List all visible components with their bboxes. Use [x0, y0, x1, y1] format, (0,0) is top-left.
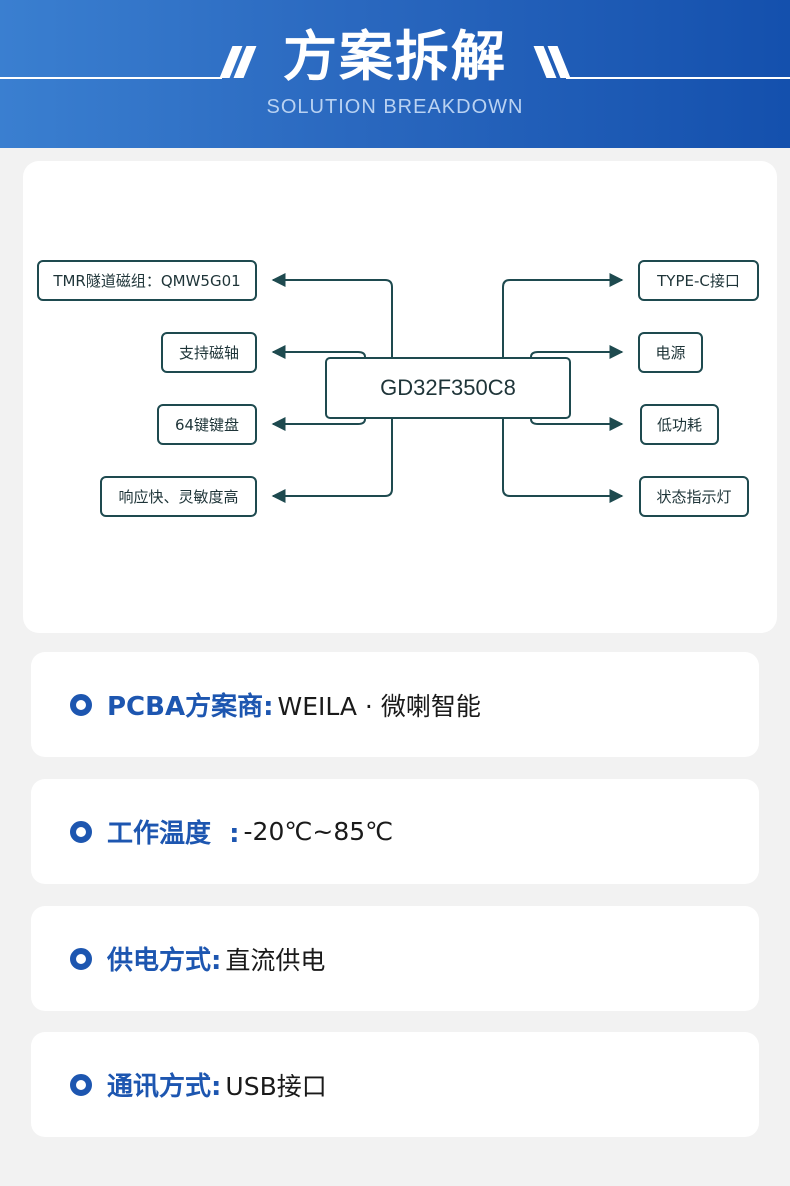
feature-box-status-led: 状态指示灯 [639, 476, 749, 517]
info-value: WEILA · 微喇智能 [277, 691, 481, 721]
header-line-left [0, 77, 222, 79]
info-card-power-supply: 供电方式: 直流供电 [31, 906, 759, 1011]
bullet-ring-icon [70, 1074, 92, 1096]
page-title: 方案拆解 [283, 25, 507, 88]
feature-box-low-power: 低功耗 [640, 404, 719, 445]
bullet-ring-icon [70, 948, 92, 970]
header-line-right [566, 77, 790, 79]
info-label: PCBA方案商: [107, 692, 274, 722]
info-value: 直流供电 [225, 945, 326, 975]
feature-box-magnetic-axis: 支持磁轴 [161, 332, 257, 373]
info-label: 工作温度 : [107, 819, 240, 849]
info-value: USB接口 [225, 1071, 327, 1101]
mcu-box: GD32F350C8 [325, 357, 571, 419]
bullet-ring-icon [70, 821, 92, 843]
info-label: 供电方式: [107, 946, 222, 976]
feature-box-fast-response: 响应快、灵敏度高 [100, 476, 257, 517]
feature-box-tmr: TMR隧道磁组：QMW5G01 [37, 260, 257, 301]
info-card-pcba-vendor: PCBA方案商: WEILA · 微喇智能 [31, 652, 759, 757]
feature-box-64-keys: 64键键盘 [157, 404, 257, 445]
connector-lines [271, 273, 624, 503]
info-card-operating-temperature: 工作温度 : -20℃~85℃ [31, 779, 759, 884]
info-card-communication: 通讯方式: USB接口 [31, 1032, 759, 1137]
diagram-card: GD32F350C8 TMR隧道磁组：QMW5G01 支持磁轴 64键键盘 响应… [23, 161, 777, 633]
page-subtitle: SOLUTION BREAKDOWN [266, 96, 524, 118]
bullet-ring-icon [70, 694, 92, 716]
info-value: -20℃~85℃ [243, 817, 394, 846]
feature-box-power: 电源 [638, 332, 703, 373]
info-label: 通讯方式: [107, 1072, 222, 1102]
header-banner: 方案拆解 SOLUTION BREAKDOWN [0, 0, 790, 148]
feature-box-type-c: TYPE-C接口 [638, 260, 759, 301]
